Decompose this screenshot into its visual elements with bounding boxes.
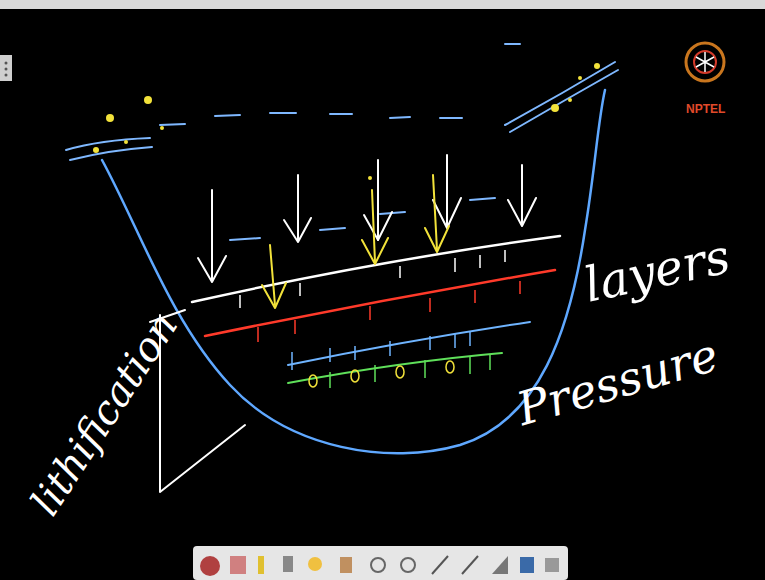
logo-text: NPTEL — [686, 103, 725, 115]
layers-label: layers — [580, 231, 734, 309]
pressure-label: Pressure — [512, 331, 723, 432]
